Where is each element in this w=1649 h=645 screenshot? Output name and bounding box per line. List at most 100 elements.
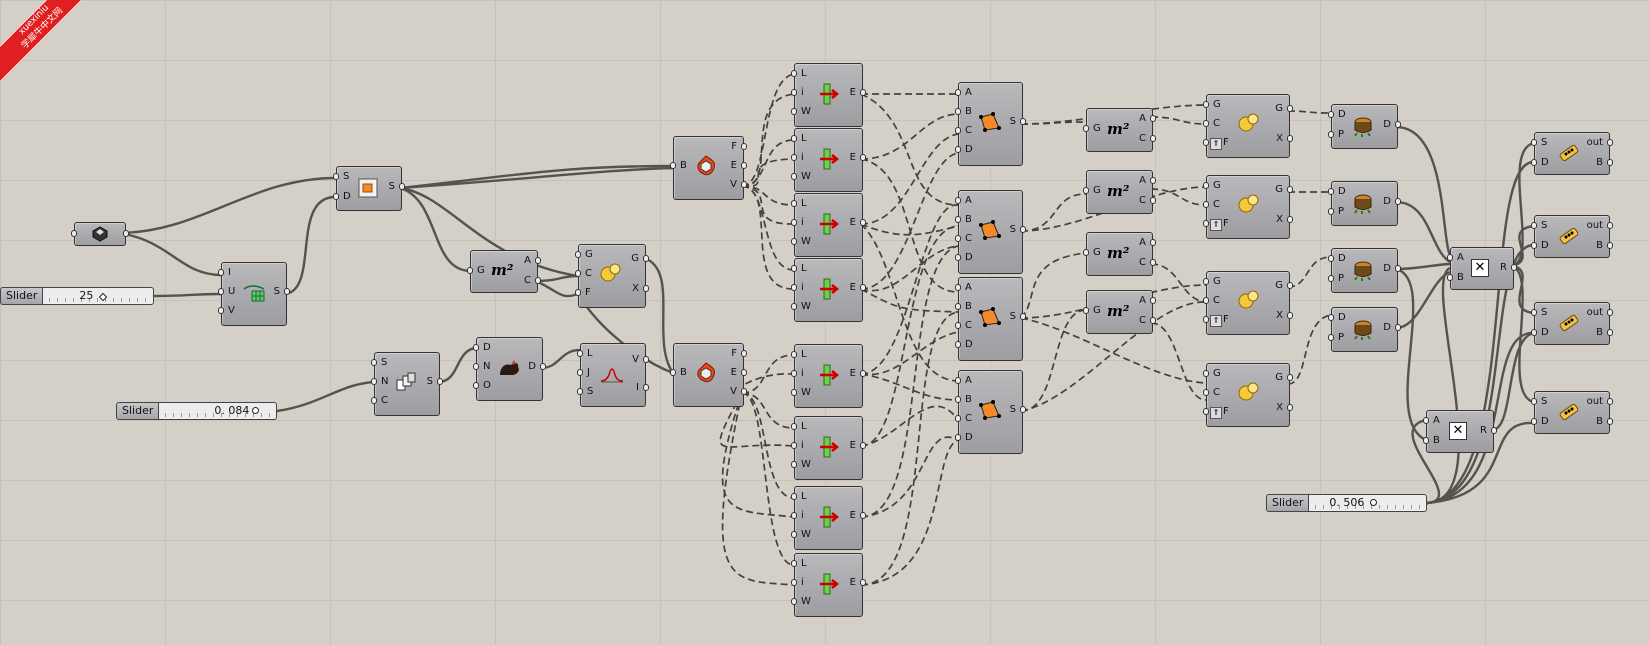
port-w[interactable]: W bbox=[801, 301, 811, 312]
port-g-out[interactable]: G bbox=[1275, 184, 1283, 195]
port-b[interactable]: B bbox=[1596, 240, 1603, 251]
port-f[interactable]: F bbox=[1223, 137, 1229, 148]
port-s-out[interactable]: S bbox=[426, 376, 433, 387]
graph-mapper-component[interactable]: L J S V I bbox=[577, 343, 649, 407]
area-component[interactable]: G A C m² bbox=[467, 250, 541, 293]
port-v[interactable]: V bbox=[632, 354, 639, 365]
port-c[interactable]: C bbox=[1213, 199, 1220, 210]
port-a[interactable]: A bbox=[1139, 175, 1146, 186]
slider-knob[interactable] bbox=[252, 407, 260, 414]
port-b[interactable]: B bbox=[1596, 157, 1603, 168]
port-c[interactable]: C bbox=[381, 395, 388, 406]
port-i[interactable]: i bbox=[801, 368, 804, 379]
port-i[interactable]: i bbox=[801, 440, 804, 451]
port-i[interactable]: I bbox=[228, 267, 231, 278]
port-w[interactable]: W bbox=[801, 459, 811, 470]
port-v[interactable]: V bbox=[730, 179, 737, 190]
port-w[interactable]: W bbox=[801, 106, 811, 117]
port-b[interactable]: B bbox=[680, 367, 687, 378]
number-slider[interactable]: Slider 0. 084 bbox=[116, 402, 277, 420]
port-d[interactable]: D bbox=[343, 191, 351, 202]
port-e[interactable]: E bbox=[849, 217, 856, 228]
port-g-out[interactable]: G bbox=[631, 253, 639, 264]
port-s-out[interactable]: S bbox=[388, 181, 395, 192]
port-g[interactable]: G bbox=[1213, 99, 1221, 110]
port-i[interactable]: i bbox=[801, 577, 804, 588]
port-b[interactable]: B bbox=[1596, 416, 1603, 427]
port-g[interactable]: G bbox=[1093, 247, 1101, 258]
port-j[interactable]: J bbox=[587, 367, 590, 378]
port-a[interactable]: A bbox=[965, 375, 972, 386]
random-reduce-component[interactable]: D N O D bbox=[473, 337, 546, 401]
port-b[interactable]: B bbox=[965, 301, 972, 312]
port-d[interactable]: D bbox=[1541, 240, 1549, 251]
populate-2d-component[interactable]: S N C S bbox=[371, 352, 443, 416]
port-b[interactable]: B bbox=[1433, 435, 1440, 446]
divide-surface-component[interactable]: I U V S bbox=[218, 262, 290, 326]
port-g-out[interactable]: G bbox=[1275, 103, 1283, 114]
port-b[interactable]: B bbox=[680, 160, 687, 171]
port-s[interactable]: S bbox=[1541, 220, 1548, 231]
port-f[interactable]: F bbox=[731, 141, 737, 152]
port-c[interactable]: C bbox=[965, 320, 972, 331]
port-g[interactable]: G bbox=[1093, 185, 1101, 196]
port-d[interactable]: D bbox=[1338, 186, 1346, 197]
port-l[interactable]: L bbox=[801, 198, 807, 209]
port-x[interactable]: X bbox=[1276, 402, 1283, 413]
port-x[interactable]: X bbox=[1276, 310, 1283, 321]
port-g[interactable]: G bbox=[1213, 368, 1221, 379]
mass-addition-component[interactable]: G C F G X bbox=[575, 244, 649, 308]
port-x[interactable]: X bbox=[1276, 214, 1283, 225]
port-o[interactable]: O bbox=[483, 380, 491, 391]
port-c[interactable]: C bbox=[585, 268, 592, 279]
port-d-out[interactable]: D bbox=[1383, 263, 1391, 274]
port-l[interactable]: L bbox=[801, 263, 807, 274]
slider-track[interactable]: 0. 084 bbox=[159, 402, 277, 420]
port-b[interactable]: B bbox=[1596, 327, 1603, 338]
port-g[interactable]: G bbox=[585, 249, 593, 260]
port-c[interactable]: C bbox=[1213, 295, 1220, 306]
deconstruct-brep-component[interactable]: B F E V bbox=[670, 343, 747, 407]
port-v[interactable]: V bbox=[730, 386, 737, 397]
port-a[interactable]: A bbox=[1433, 415, 1440, 426]
port-s[interactable]: S bbox=[587, 386, 594, 397]
port-s[interactable]: S bbox=[1541, 307, 1548, 318]
port-d-out[interactable]: D bbox=[1383, 322, 1391, 333]
slider-knob[interactable] bbox=[1370, 499, 1378, 506]
port-e[interactable]: E bbox=[849, 368, 856, 379]
port-g[interactable]: G bbox=[1093, 305, 1101, 316]
port-w[interactable]: W bbox=[801, 596, 811, 607]
port-n[interactable]: N bbox=[483, 361, 491, 372]
brep-param-component[interactable] bbox=[71, 222, 129, 246]
port-c[interactable]: C bbox=[1213, 387, 1220, 398]
port-e[interactable]: E bbox=[730, 160, 737, 171]
port-d[interactable]: D bbox=[1541, 416, 1549, 427]
port-c[interactable]: C bbox=[965, 413, 972, 424]
port-b[interactable]: B bbox=[965, 106, 972, 117]
port-c[interactable]: C bbox=[965, 125, 972, 136]
port-s[interactable]: S bbox=[381, 357, 388, 368]
port-f[interactable]: F bbox=[1223, 218, 1229, 229]
port-f[interactable]: F bbox=[731, 348, 737, 359]
port-g[interactable]: G bbox=[1213, 276, 1221, 287]
port-r[interactable]: R bbox=[1500, 262, 1507, 273]
port-n[interactable]: N bbox=[381, 376, 389, 387]
port-x[interactable]: X bbox=[632, 283, 639, 294]
port-d[interactable]: D bbox=[1541, 157, 1549, 168]
port-c[interactable]: C bbox=[1139, 133, 1146, 144]
